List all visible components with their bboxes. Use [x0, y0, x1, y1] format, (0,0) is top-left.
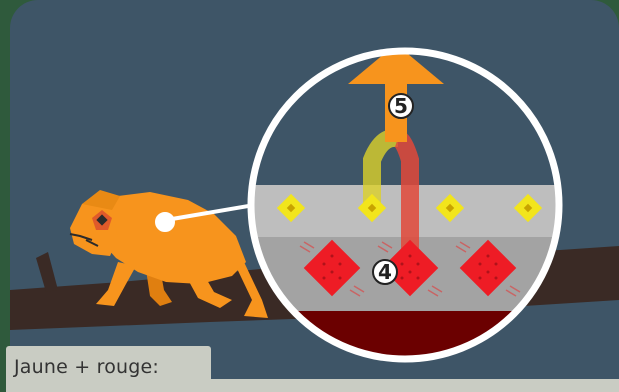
twig — [36, 252, 58, 292]
red-pigment-cells — [300, 240, 520, 297]
step-badge-4-label: 4 — [378, 260, 392, 284]
caption-text: Jaune + rouge: — [14, 356, 159, 378]
caption-strip — [211, 379, 619, 392]
step-badge-5-label: 5 — [394, 94, 408, 118]
